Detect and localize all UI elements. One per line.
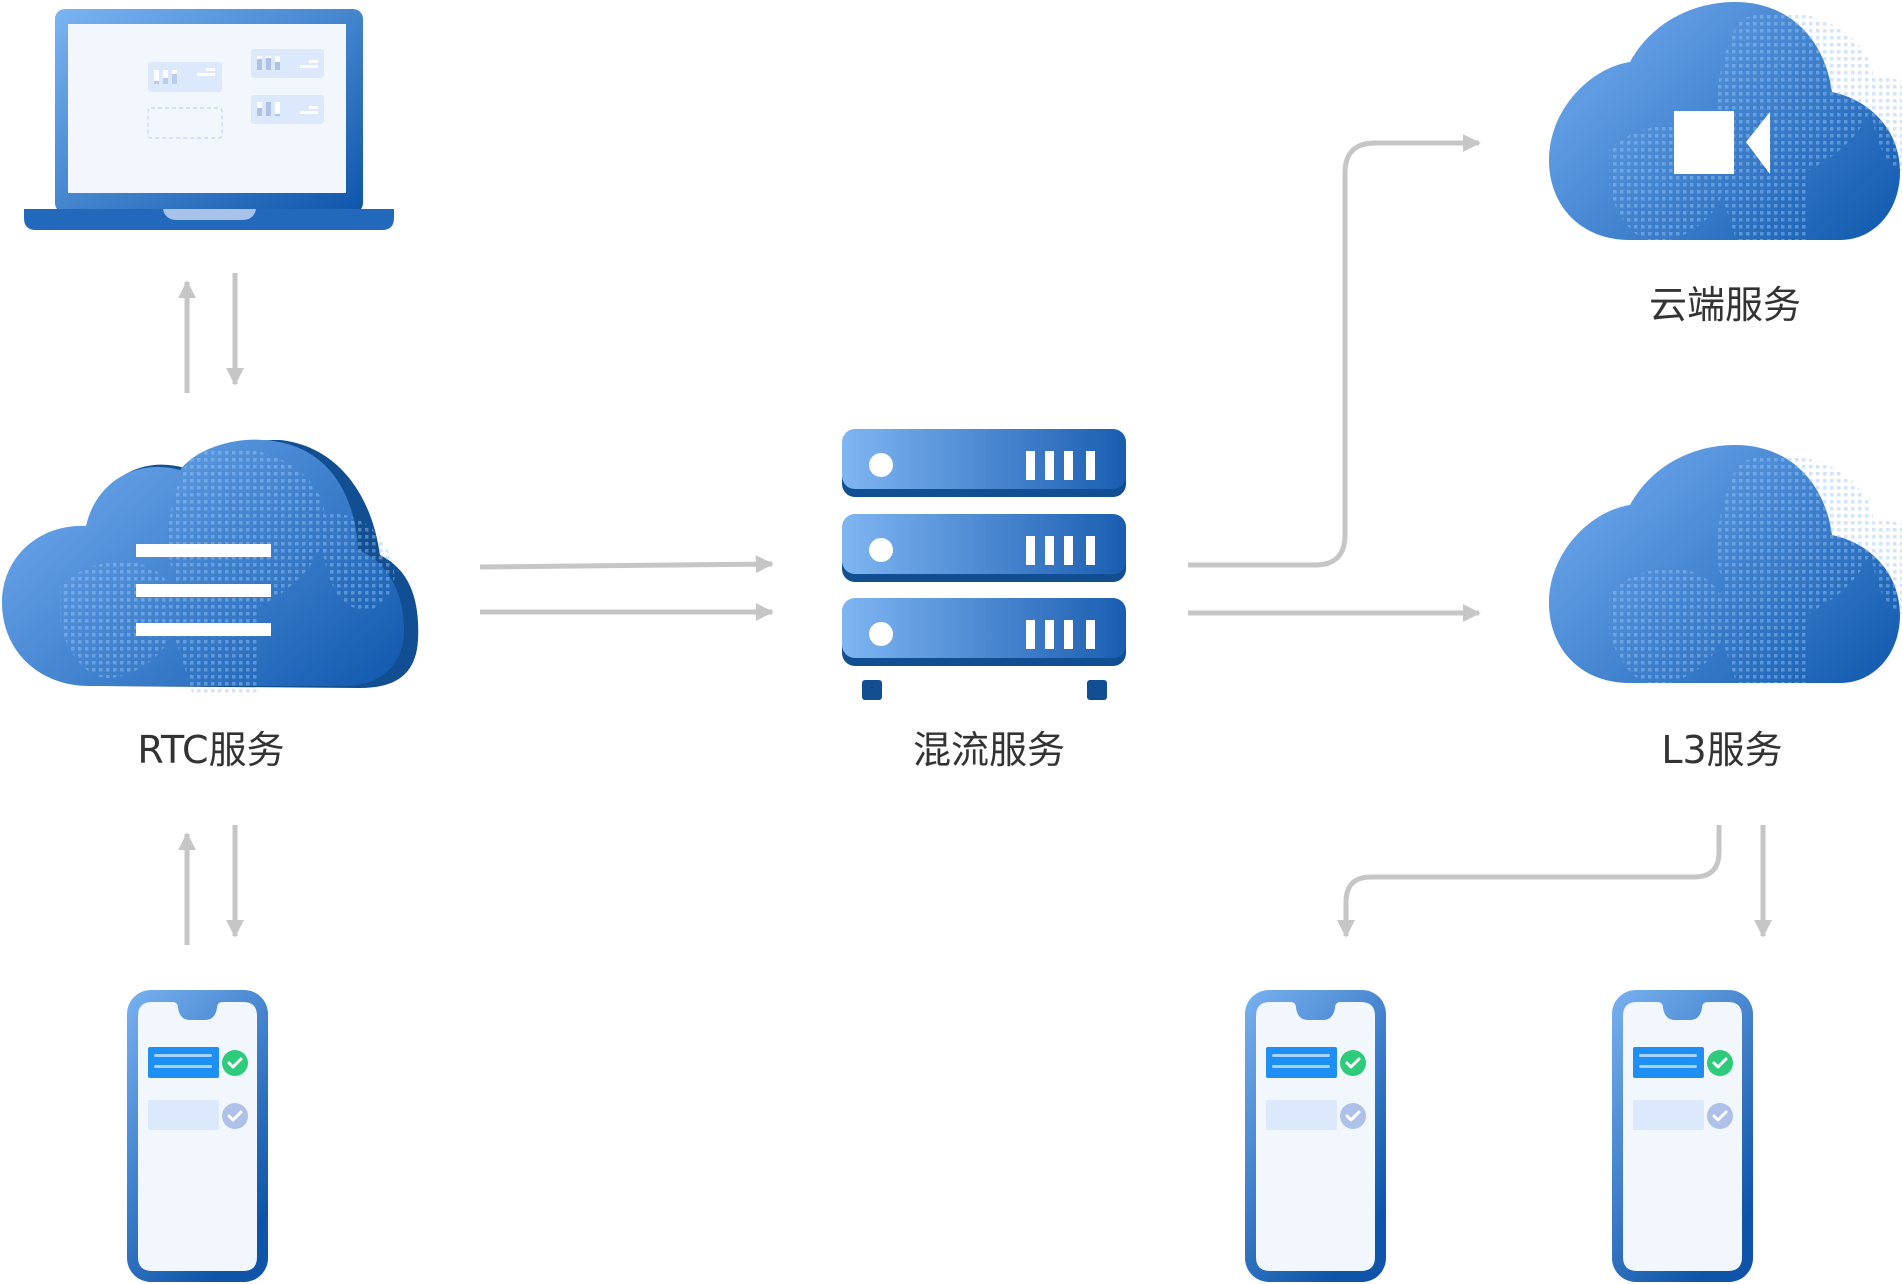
server-unit xyxy=(842,429,1126,497)
message-line xyxy=(1639,1065,1697,1068)
message-placeholder xyxy=(1633,1100,1704,1130)
checkmark-icon xyxy=(227,1057,243,1069)
message-line xyxy=(154,1065,212,1068)
server-unit xyxy=(842,514,1126,582)
checkmark-icon xyxy=(1712,1057,1728,1069)
message-line xyxy=(154,1054,212,1057)
dashboard-card xyxy=(148,62,222,92)
cloud-service-label: 云端服务 xyxy=(1648,283,1801,327)
cloud-service-node xyxy=(1549,2,1902,240)
arrow-mixer-to-cloud xyxy=(1188,134,1481,568)
arrow-rtc-to-mixer-1 xyxy=(479,555,774,574)
server-unit xyxy=(842,598,1126,666)
menu-lines-icon xyxy=(136,544,271,636)
mixer-node xyxy=(842,429,1126,700)
server-foot-left xyxy=(862,680,882,700)
rtc-label: RTC服务 xyxy=(137,728,285,772)
rtc-node xyxy=(2,439,419,696)
message-line xyxy=(1639,1054,1697,1057)
phone-screen xyxy=(1623,1002,1742,1271)
message-bubble xyxy=(1633,1047,1704,1078)
l3-node xyxy=(1549,445,1902,683)
message-line xyxy=(1272,1054,1330,1057)
message-placeholder xyxy=(1266,1100,1337,1130)
dashboard-card-placeholder xyxy=(147,107,223,139)
checkmark-icon xyxy=(1712,1110,1728,1122)
l3-label: L3服务 xyxy=(1661,728,1783,772)
connectors xyxy=(178,134,1772,945)
smartphone-icon xyxy=(127,990,268,1282)
video-camera-icon xyxy=(1674,111,1770,174)
smartphone-icon xyxy=(1245,990,1386,1282)
dashboard-card xyxy=(251,49,324,78)
checkmark-icon xyxy=(227,1110,243,1122)
message-line xyxy=(1272,1065,1330,1068)
checkmark-icon xyxy=(1345,1057,1361,1069)
dashboard-card xyxy=(251,95,324,124)
phone-screen xyxy=(1256,1002,1375,1271)
message-bubble xyxy=(148,1047,219,1078)
message-bubble xyxy=(1266,1047,1337,1078)
arrow-l3-to-phone-mid xyxy=(1337,825,1722,938)
smartphone-icon xyxy=(1612,990,1753,1282)
message-placeholder xyxy=(148,1100,219,1130)
mixer-label: 混流服务 xyxy=(912,728,1065,772)
checkmark-icon xyxy=(1345,1110,1361,1122)
server-foot-right xyxy=(1087,680,1107,700)
laptop-node xyxy=(24,9,394,230)
phone-screen xyxy=(138,1002,257,1271)
laptop-notch xyxy=(163,209,256,220)
